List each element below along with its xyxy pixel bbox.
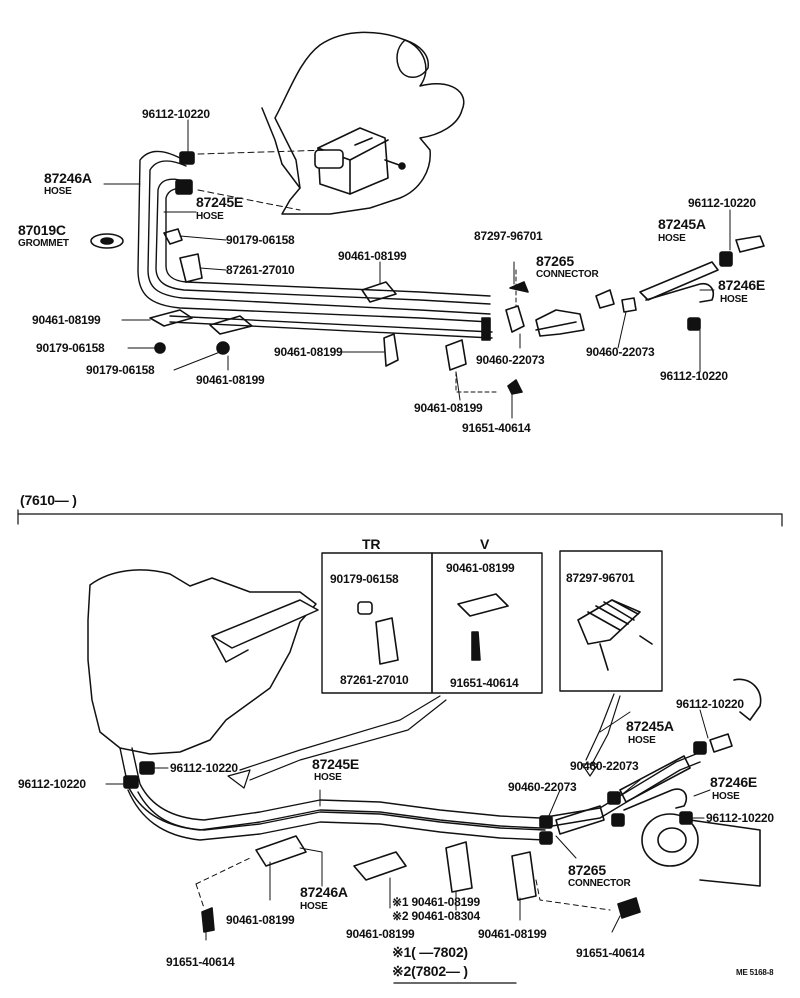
inset-tr-90179-06158: 90179-06158 xyxy=(330,572,399,586)
inset-tr-87261-27010: 87261-27010 xyxy=(340,673,409,687)
engine-outline-top xyxy=(261,31,465,215)
inset-contents xyxy=(357,593,653,671)
label-87265-top: 87265 xyxy=(536,253,574,269)
inset-v-91651-40614: 91651-40614 xyxy=(450,676,519,690)
note-2-range: ※2(7802— ) xyxy=(392,963,468,979)
label-90461-08199-top-c: 90461-08199 xyxy=(196,373,265,387)
canister-top xyxy=(314,127,406,195)
note-1-range: ※1( —7802) xyxy=(392,944,468,960)
clamps-top xyxy=(175,151,733,341)
label-90461-08199-top-b: 90461-08199 xyxy=(32,313,101,327)
label-87019C-grommet: GROMMET xyxy=(18,238,69,249)
label-90461-08199-top-d: 90461-08199 xyxy=(274,345,343,359)
label-91651-40614-bottom-a: 91651-40614 xyxy=(166,955,235,969)
label-90460-22073-bottom-b: 90460-22073 xyxy=(508,780,577,794)
label-87246A-hose-bottom: HOSE xyxy=(300,901,328,912)
label-87245E-top: 87245E xyxy=(196,194,244,210)
label-87246E-hose-bottom: HOSE xyxy=(712,791,740,802)
label-87246E-hose-top: HOSE xyxy=(720,294,748,305)
label-87245A-bottom: 87245A xyxy=(626,718,674,734)
leader-lines-top xyxy=(103,119,731,419)
label-91651-40614-bottom-b: 91651-40614 xyxy=(576,946,645,960)
inset-87297-96701: 87297-96701 xyxy=(566,571,635,585)
connector-87265-bottom xyxy=(555,733,733,835)
inset-v-title: V xyxy=(480,536,490,552)
label-87246E-top: 87246E xyxy=(718,277,766,293)
label-90179-06158-top-a: 90179-06158 xyxy=(226,233,295,247)
label-96112-10220-top-a: 96112-10220 xyxy=(142,107,210,121)
small-parts-top-left xyxy=(149,228,529,395)
note-2-part: ※2 90461-08304 xyxy=(392,909,480,923)
label-90179-06158-top-c: 90179-06158 xyxy=(86,363,155,377)
label-90461-08199-bottom-b: 90461-08199 xyxy=(346,927,415,941)
note-1-part: ※1 90461-08199 xyxy=(392,895,480,909)
label-87245E-hose-bottom: HOSE xyxy=(314,772,342,783)
label-90460-22073-top-a: 90460-22073 xyxy=(476,353,545,367)
label-87265-connector-bottom: CONNECTOR xyxy=(568,878,631,889)
label-87245A-top: 87245A xyxy=(658,216,706,232)
label-91651-40614-top: 91651-40614 xyxy=(462,421,531,435)
label-96112-10220-bottom-c: 96112-10220 xyxy=(170,761,238,775)
label-90460-22073-top-b: 90460-22073 xyxy=(586,345,655,359)
label-87246A-top: 87246A xyxy=(44,170,92,186)
label-96112-10220-bottom-d: 96112-10220 xyxy=(706,811,774,825)
label-90461-08199-bottom-c: 90461-08199 xyxy=(478,927,547,941)
label-90461-08199-bottom-a: 90461-08199 xyxy=(226,913,295,927)
inset-arrows xyxy=(227,693,621,789)
label-87265-bottom: 87265 xyxy=(568,862,606,878)
label-87245A-hose-bottom: HOSE xyxy=(628,735,656,746)
label-96112-10220-top-c: 96112-10220 xyxy=(660,369,728,383)
label-87246E-bottom: 87246E xyxy=(710,774,758,790)
inset-v-90461-08199: 90461-08199 xyxy=(446,561,515,575)
label-90460-22073-bottom-a: 90460-22073 xyxy=(570,759,639,773)
label-87297-96701-top: 87297-96701 xyxy=(474,229,543,243)
inset-tr-title: TR xyxy=(362,536,381,552)
label-87019C: 87019C xyxy=(18,222,66,238)
label-90461-08199-top-e: 90461-08199 xyxy=(414,401,483,415)
section-note: (7610— ) xyxy=(20,492,77,508)
label-96112-10220-top-b: 96112-10220 xyxy=(688,196,756,210)
engine-outline-bottom xyxy=(87,569,319,755)
hose-run-bottom xyxy=(119,747,701,841)
footer-code: ME 5168-8 xyxy=(736,968,774,977)
hose-pair-top xyxy=(137,150,493,339)
small-parts-bottom xyxy=(201,835,641,933)
canister-bottom xyxy=(641,678,762,887)
label-87246A-hose-top: HOSE xyxy=(44,186,72,197)
label-90179-06158-top-b: 90179-06158 xyxy=(36,341,105,355)
label-96112-10220-bottom-b: 96112-10220 xyxy=(18,777,86,791)
leader-lines-bottom xyxy=(105,709,711,941)
label-90461-08199-top-a: 90461-08199 xyxy=(338,249,407,263)
label-87245E-hose-top: HOSE xyxy=(196,211,224,222)
label-87261-27010-top: 87261-27010 xyxy=(226,263,295,277)
label-87265-connector-top: CONNECTOR xyxy=(536,269,599,280)
clamps-bottom xyxy=(123,741,707,845)
grommet-87019C xyxy=(90,233,124,249)
connector-87265-top xyxy=(535,235,765,337)
label-87245A-hose-top: HOSE xyxy=(658,233,686,244)
label-87246A-bottom: 87246A xyxy=(300,884,348,900)
label-87245E-bottom: 87245E xyxy=(312,756,360,772)
inset-boxes xyxy=(321,550,663,694)
label-96112-10220-bottom-a: 96112-10220 xyxy=(676,697,744,711)
